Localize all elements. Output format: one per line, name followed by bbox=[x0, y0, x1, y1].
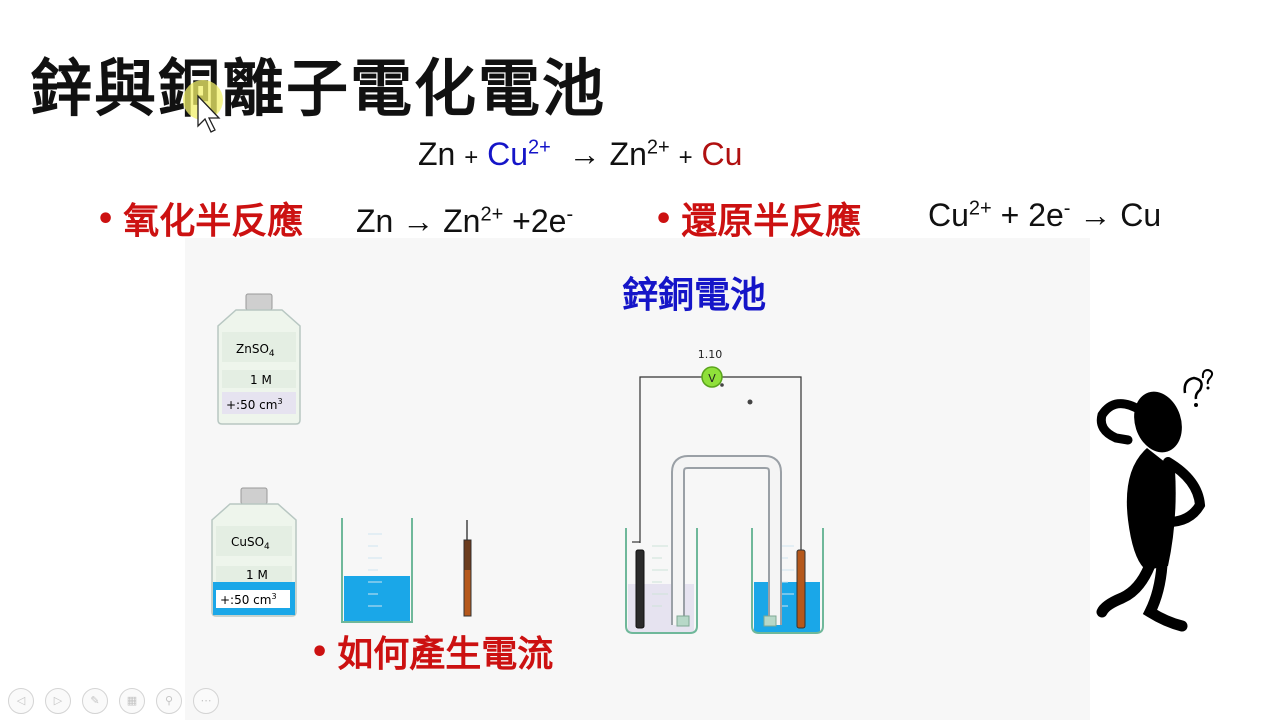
voltmeter-reading: 1.10 bbox=[698, 348, 723, 361]
eq-plus: + bbox=[464, 144, 479, 171]
zoom-button[interactable]: ⚲ bbox=[156, 688, 182, 714]
beaker-scale bbox=[368, 533, 382, 607]
bottle-cap bbox=[245, 293, 273, 311]
bottle-formula: ZnSO4 bbox=[236, 342, 275, 359]
eq-cu: Cu bbox=[701, 136, 743, 172]
left-beaker bbox=[625, 528, 698, 634]
salt-bridge-plug bbox=[676, 615, 690, 627]
bottle-concentration: 1 M bbox=[250, 373, 272, 387]
eq-arrow: → bbox=[568, 136, 601, 172]
cell-title: 鋅銅電池 bbox=[622, 275, 767, 316]
bottle-label-bg bbox=[216, 566, 292, 582]
voltmeter-symbol: V bbox=[708, 372, 716, 385]
eq-zn: Zn bbox=[418, 136, 456, 172]
copper-electrode[interactable] bbox=[796, 549, 806, 629]
beaker-solution bbox=[344, 576, 410, 622]
voltmeter[interactable] bbox=[701, 366, 723, 388]
main-equation: Zn + Cu2+ → Zn2+ + Cu bbox=[418, 136, 742, 173]
spare-copper-electrode[interactable] bbox=[463, 520, 472, 617]
salt-bridge-plug bbox=[763, 615, 777, 627]
electron-dot bbox=[747, 399, 753, 405]
znso4-bottle[interactable]: ZnSO4 1 M +:50 cm3 bbox=[217, 293, 301, 425]
electron-dot bbox=[720, 383, 724, 387]
pointer-highlight bbox=[183, 80, 223, 120]
right-beaker bbox=[751, 528, 824, 634]
reduction-equation: Cu2+ + 2e- → Cu bbox=[928, 197, 1162, 233]
zoom-icon: ⚲ bbox=[164, 694, 174, 707]
pen-button[interactable]: ✎ bbox=[82, 688, 108, 714]
bottle-label-bg bbox=[216, 526, 292, 556]
eq-plus: + bbox=[678, 144, 693, 171]
bottle-concentration: 1 M bbox=[246, 568, 268, 582]
prev-icon: ◁ bbox=[16, 694, 26, 707]
eq-cu-ion: Cu2+ bbox=[487, 136, 551, 172]
bottle-label-bg bbox=[222, 332, 296, 362]
bottle-formula: CuSO4 bbox=[231, 535, 270, 552]
bottle-cap bbox=[240, 487, 268, 505]
prev-slide-button[interactable]: ◁ bbox=[8, 688, 34, 714]
oxidation-label: •氧化半反應 bbox=[96, 201, 304, 242]
oxidation-equation: Zn → Zn2+ +2e- bbox=[356, 203, 574, 239]
galvanic-cell: V 1.10 bbox=[625, 348, 824, 634]
wire-left bbox=[639, 376, 702, 543]
simulation-panel bbox=[185, 238, 1090, 720]
more-icon: ⋯ bbox=[200, 694, 212, 707]
thinking-man-clipart bbox=[1096, 368, 1214, 632]
slide-title: 鋅與銅離子電化電池 bbox=[30, 52, 607, 125]
beaker-glass bbox=[341, 518, 413, 623]
slides-icon: ▦ bbox=[126, 694, 138, 707]
bullet-dot: • bbox=[310, 635, 330, 670]
see-all-slides-button[interactable]: ▦ bbox=[119, 688, 145, 714]
left-beaker-scale bbox=[652, 545, 668, 607]
more-options-button[interactable]: ⋯ bbox=[193, 688, 219, 714]
pen-icon: ✎ bbox=[90, 694, 100, 707]
cursor-arrow-icon bbox=[197, 94, 221, 133]
volume-input-box[interactable] bbox=[216, 590, 290, 608]
bottle-volume: +:50 cm3 bbox=[226, 397, 283, 412]
current-question: •如何產生電流 bbox=[310, 634, 554, 675]
zinc-electrode[interactable] bbox=[635, 549, 645, 629]
cuso4-bottle[interactable]: CuSO4 1 M +:50 cm3 bbox=[211, 487, 297, 617]
bullet-dot: • bbox=[654, 202, 674, 237]
bottle-liquid bbox=[222, 392, 296, 414]
spare-beaker[interactable] bbox=[341, 518, 413, 623]
mouse-pointer bbox=[183, 80, 223, 133]
bottle-volume: +:50 cm3 bbox=[220, 592, 277, 607]
reduction-label: •還原半反應 bbox=[654, 201, 862, 242]
next-icon: ▷ bbox=[53, 694, 63, 707]
bullet-dot: • bbox=[96, 202, 116, 237]
next-slide-button[interactable]: ▷ bbox=[45, 688, 71, 714]
eq-zn-ion: Zn2+ bbox=[609, 136, 670, 172]
wire-right bbox=[722, 376, 802, 550]
bottle-label-bg bbox=[222, 370, 296, 388]
